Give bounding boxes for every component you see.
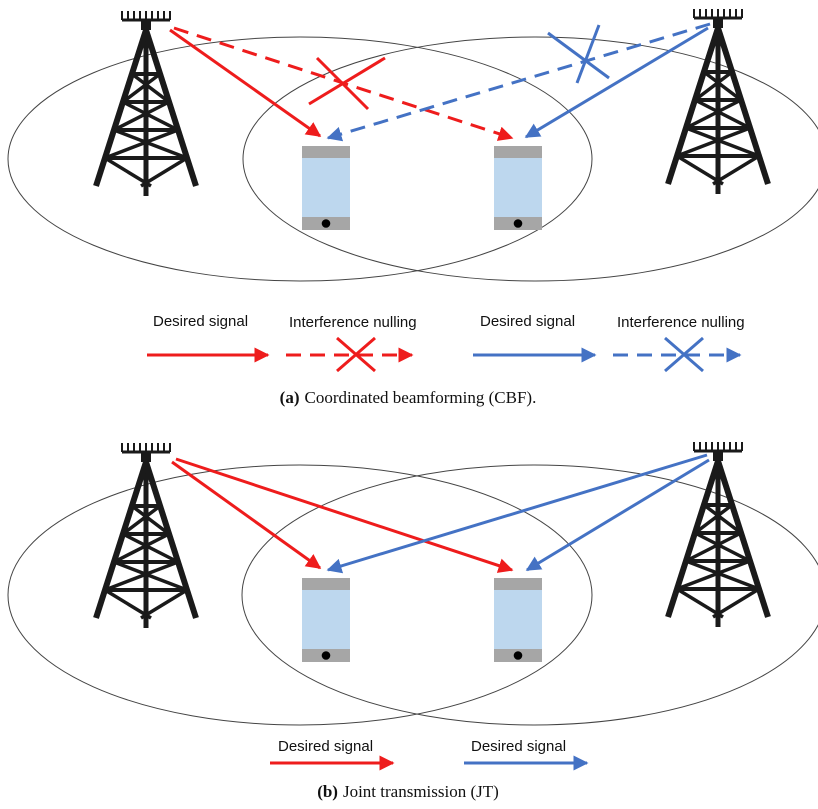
legend-a: Desired signal Interference nulling Desi… (147, 313, 745, 373)
cell-coverage-right (242, 36, 818, 282)
desired-signal-arrow (524, 26, 709, 139)
caption-a-text: Coordinated beamforming (CBF). (305, 388, 537, 407)
desired-signal-arrow (326, 453, 708, 574)
cell-coverage-left (7, 464, 593, 726)
caption-b-tag: (b) (317, 782, 338, 801)
cell-coverage-left (7, 36, 593, 282)
desired-signal-arrow (169, 28, 322, 138)
legend-label-nulling-red: Interference nulling (289, 314, 417, 331)
cell-tower-icon (96, 443, 196, 628)
legend-label-desired-blue: Desired signal (480, 313, 575, 330)
cross-icon (664, 336, 704, 373)
cross-icon (308, 56, 386, 111)
caption-b: (b) Joint transmission (JT) (317, 782, 499, 801)
legend-b: Desired signal Desired signal (270, 738, 589, 771)
legend-label-desired-blue: Desired signal (471, 738, 566, 755)
phone-icon (494, 578, 542, 662)
caption-a: (a) Coordinated beamforming (CBF). (280, 388, 537, 407)
caption-a-tag: (a) (280, 388, 300, 407)
desired-signal-arrow (171, 460, 322, 570)
legend-label-desired-red: Desired signal (278, 738, 373, 755)
cell-coverage-right (241, 464, 818, 726)
cross-icon (547, 24, 610, 84)
desired-signal-arrow (175, 457, 514, 573)
phone-icon (494, 146, 542, 230)
desired-signal-arrow (525, 458, 710, 572)
panel-b: Desired signal Desired signal (b) Joint t… (7, 442, 818, 801)
phone-icon (302, 146, 350, 230)
cell-tower-icon (668, 442, 768, 627)
cross-icon (336, 336, 376, 373)
phone-icon (302, 578, 350, 662)
cell-tower-icon (668, 9, 768, 194)
interference-nulling-arrow (326, 22, 711, 142)
legend-label-desired-red: Desired signal (153, 313, 248, 330)
panel-a: Desired signal Interference nulling Desi… (7, 9, 818, 407)
caption-b-text: Joint transmission (JT) (343, 782, 499, 801)
legend-label-nulling-blue: Interference nulling (617, 314, 745, 331)
